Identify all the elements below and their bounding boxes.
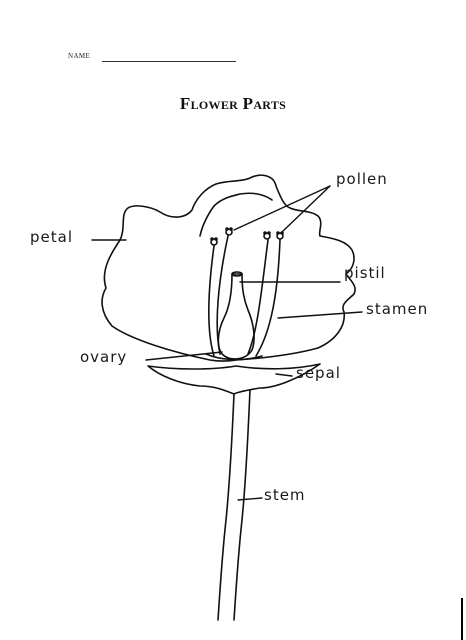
- sepal-leader-line: [275, 373, 293, 377]
- stamen-filament: [255, 239, 281, 357]
- stamen-filament: [207, 245, 215, 357]
- pollen-label: pollen: [336, 170, 388, 188]
- stem-outline: [217, 389, 251, 621]
- anther: [225, 227, 233, 236]
- name-field[interactable]: [102, 61, 236, 62]
- page-edge-mark: [461, 598, 463, 640]
- stamen-label: stamen: [366, 300, 429, 318]
- anther: [263, 231, 271, 240]
- stamen-leader-line: [277, 311, 363, 319]
- anther: [210, 237, 218, 246]
- sepal-outline: [147, 363, 321, 395]
- anther: [276, 231, 284, 240]
- pollen-leader-line: [281, 185, 331, 233]
- stamen-filament: [247, 239, 269, 355]
- ovary-leader-line: [145, 351, 223, 361]
- petal-inner-edge: [199, 192, 273, 237]
- sepal-label: sepal: [296, 364, 341, 382]
- stem-leader-line: [237, 497, 263, 501]
- pistil-outline: [217, 273, 255, 360]
- stem-label: stem: [264, 486, 306, 504]
- stamen-filament: [216, 235, 229, 355]
- pistil-label: pistil: [344, 264, 386, 282]
- petal-outline: [101, 174, 356, 362]
- ovary-label: ovary: [80, 348, 128, 366]
- name-label: NAME: [68, 52, 91, 60]
- petal-label: petal: [30, 228, 73, 246]
- ovary-base: [205, 353, 263, 361]
- pollen-leader-line: [233, 185, 331, 231]
- worksheet-title: Flower Parts: [179, 94, 287, 113]
